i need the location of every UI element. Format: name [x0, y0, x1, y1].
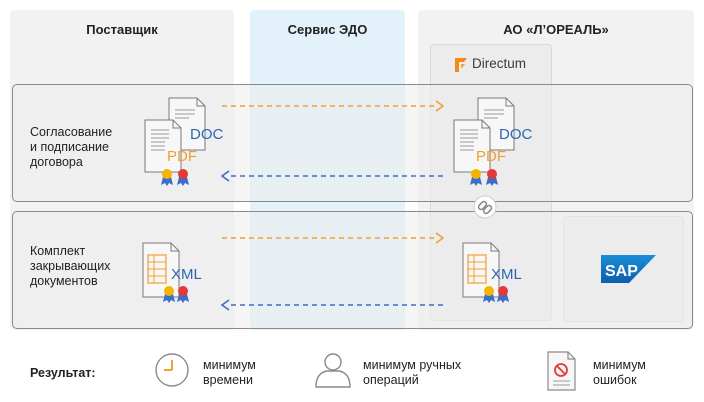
contract-label-line-2: и подписание [30, 140, 109, 154]
clock-icon [155, 353, 189, 387]
closing-label-line-3: документов [30, 274, 98, 288]
result-time-line-2: времени [203, 373, 253, 387]
result-errors-line-2: ошибок [593, 373, 637, 387]
directum-mark-icon [455, 58, 467, 72]
sap-label: SAP [605, 263, 638, 280]
closing-arrow-to-loreal [222, 232, 445, 244]
result-title: Результат: [30, 366, 96, 380]
result-errors-line-1: минимум [593, 358, 646, 372]
result-time-line-1: минимум [203, 358, 256, 372]
directum-logo: Directum [452, 55, 544, 75]
contract-label-line-3: договора [30, 155, 83, 169]
result-manual: минимум ручных операций [363, 358, 461, 388]
closing-row-label: Комплект закрывающих документов [30, 244, 110, 289]
closing-arrow-to-supplier [220, 299, 443, 311]
contract-arrow-to-loreal [222, 100, 445, 112]
closing-label-line-1: Комплект [30, 244, 86, 258]
sap-logo: SAP [601, 255, 656, 283]
contract-label-line-1: Согласование [30, 125, 113, 139]
supplier-doc-pdf-icon [144, 97, 206, 186]
contract-row-label: Согласование и подписание договора [30, 125, 112, 170]
loreal-doc-label: DOC [499, 126, 533, 143]
no-error-document-icon [547, 351, 576, 391]
supplier-pdf-label: PDF [167, 148, 197, 165]
contract-row [12, 84, 693, 202]
supplier-column-title: Поставщик [86, 22, 158, 37]
edo-column-title: Сервис ЭДО [287, 22, 368, 37]
loreal-xml-label: XML [491, 266, 522, 283]
loreal-pdf-label: PDF [476, 148, 506, 165]
directum-label: Directum [472, 56, 527, 71]
loreal-column-title: АО «Л’ОРЕАЛЬ» [503, 22, 609, 37]
result-manual-line-1: минимум ручных [363, 358, 462, 372]
supplier-xml-label: XML [171, 266, 202, 283]
person-icon [315, 353, 351, 388]
contract-arrow-to-supplier [220, 170, 443, 182]
closing-docs-row [12, 211, 693, 329]
loreal-doc-pdf-icon [453, 97, 515, 186]
link-icon [473, 195, 497, 219]
result-time: минимум времени [203, 358, 256, 388]
result-errors: минимум ошибок [593, 358, 646, 388]
loreal-xml-icon [462, 242, 509, 303]
closing-label-line-2: закрывающих [30, 259, 111, 273]
supplier-xml-icon [142, 242, 189, 303]
supplier-doc-label: DOC [190, 126, 224, 143]
result-manual-line-2: операций [363, 373, 419, 387]
